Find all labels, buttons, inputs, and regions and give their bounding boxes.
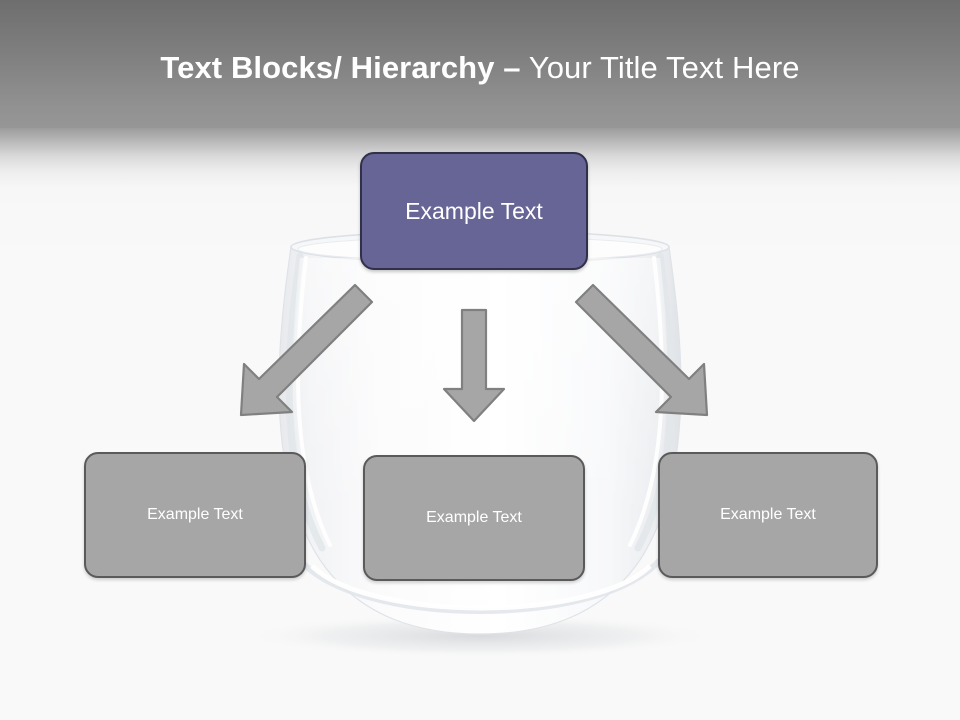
hierarchy-top-node-label: Example Text	[405, 197, 543, 224]
hierarchy-child-node-2-label: Example Text	[426, 509, 522, 526]
slide-title: Text Blocks/ Hierarchy – Your Title Text…	[0, 47, 960, 89]
hierarchy-child-node-1-label: Example Text	[147, 506, 243, 523]
title-band	[0, 0, 960, 128]
arrow-down-left-icon	[239, 283, 374, 417]
arrow-down-icon	[442, 308, 506, 423]
hierarchy-child-node-1[interactable]: Example Text	[84, 452, 306, 578]
hierarchy-child-node-2[interactable]: Example Text	[363, 455, 585, 581]
slide-title-bold: Text Blocks/ Hierarchy –	[160, 50, 521, 85]
hierarchy-top-node[interactable]: Example Text	[360, 152, 588, 270]
hierarchy-child-node-3-label: Example Text	[720, 506, 816, 523]
slide-title-light: Your Title Text Here	[528, 50, 800, 85]
arrow-down-right-icon	[574, 283, 709, 417]
hierarchy-child-node-3[interactable]: Example Text	[658, 452, 878, 578]
